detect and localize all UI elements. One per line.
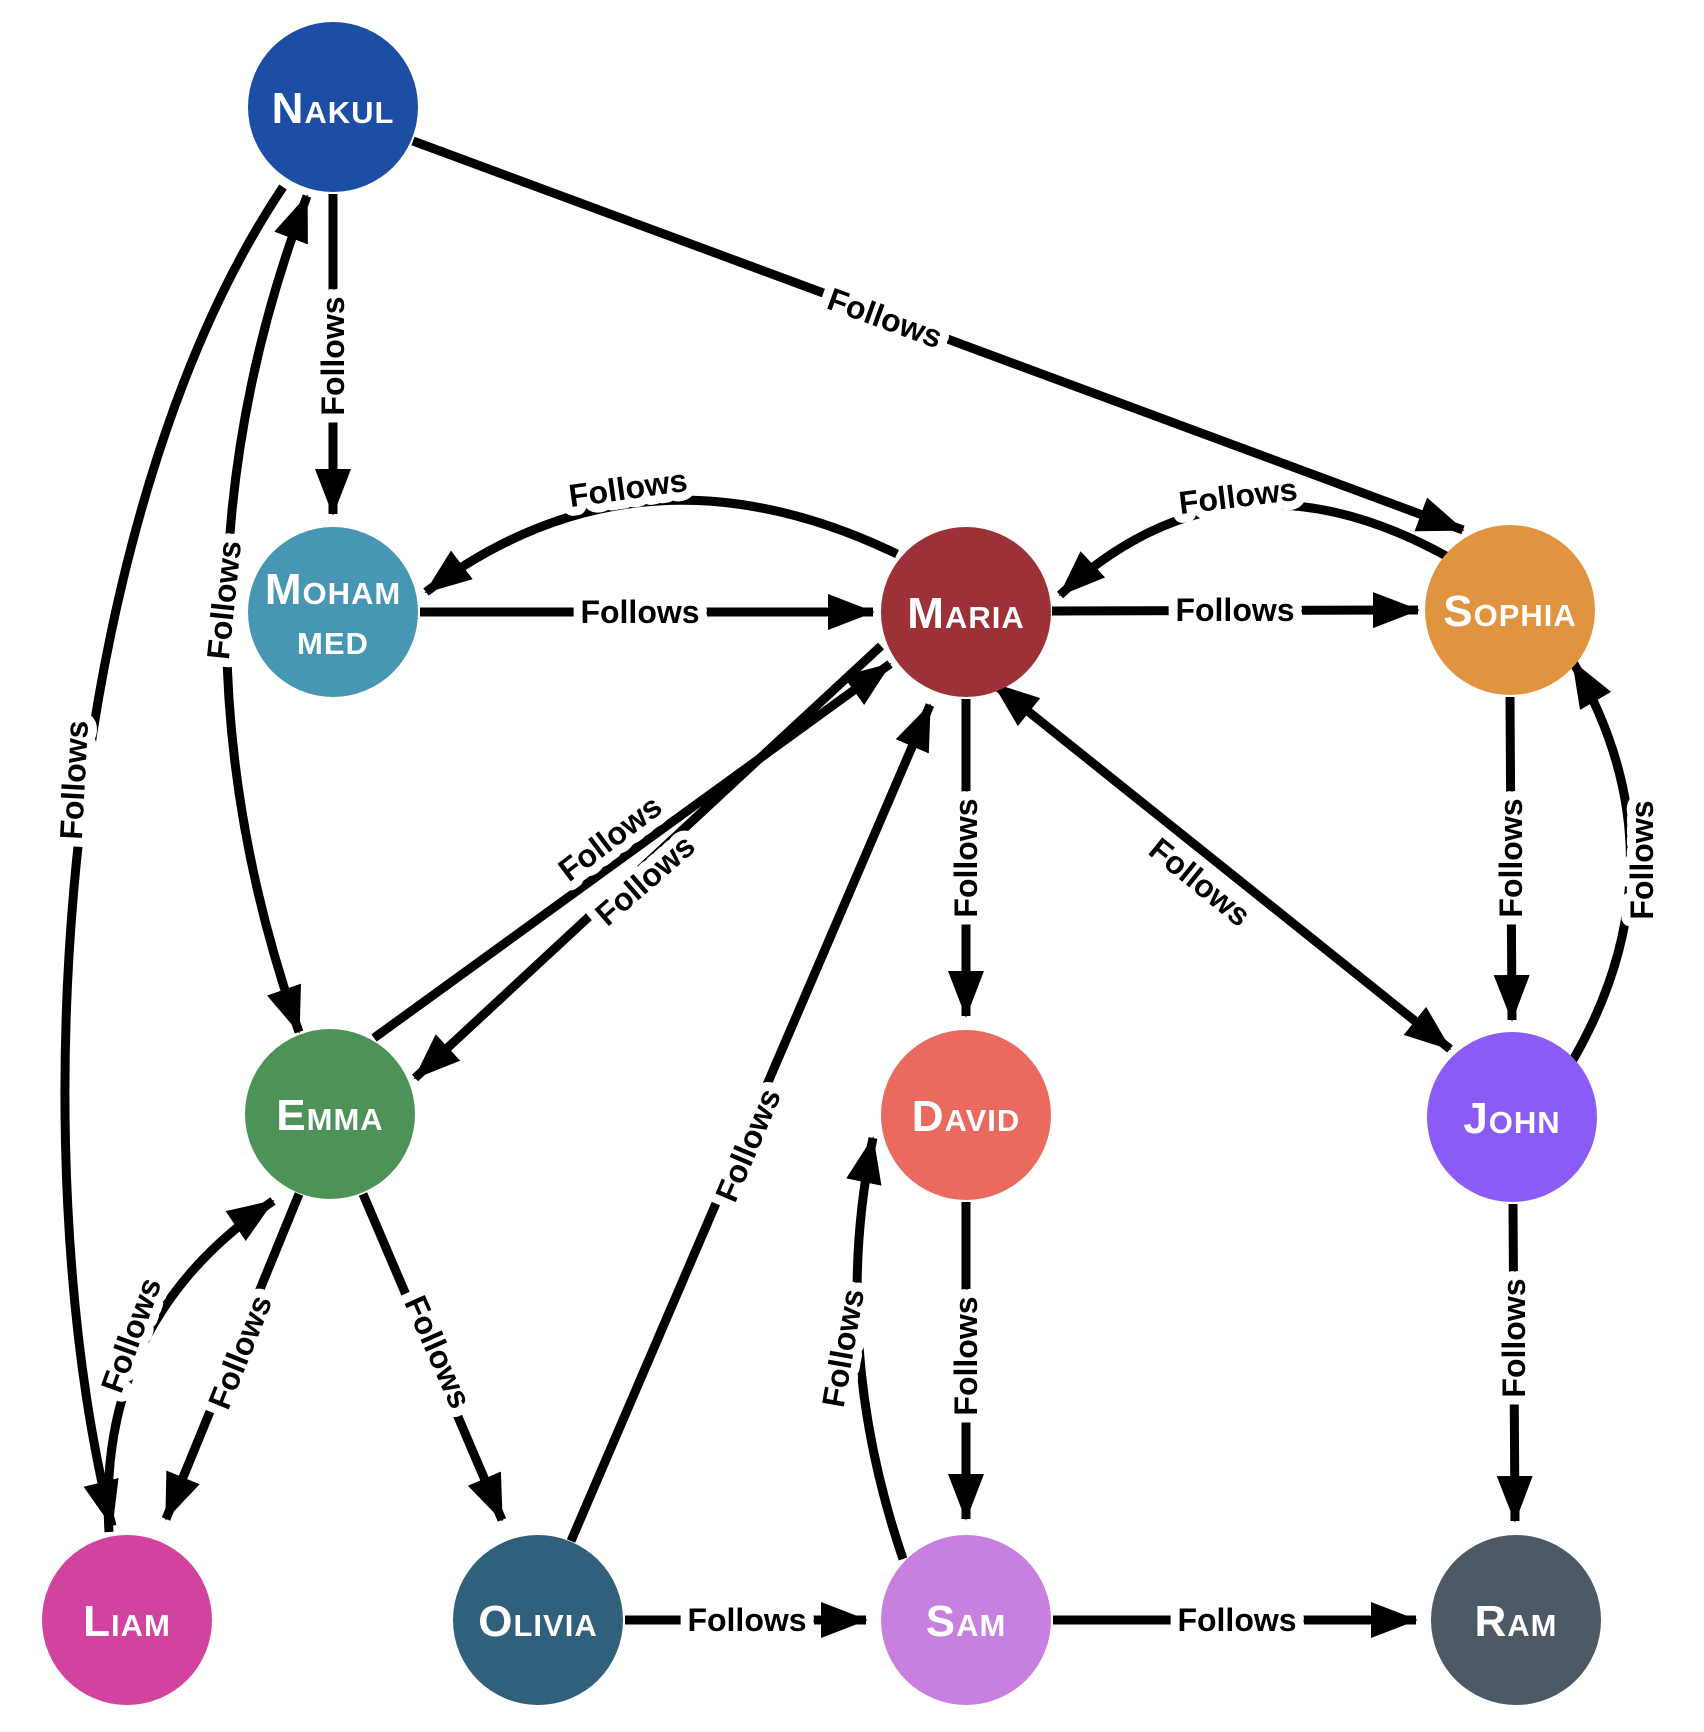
node-olivia-circle (453, 1535, 623, 1705)
edge-emma-nakul-mutual (222, 194, 312, 1034)
edge-emma-liam-label: Follows (201, 1290, 279, 1414)
edge-nakul-liam-label: Follows (53, 720, 95, 841)
node-maria: Maria (881, 527, 1051, 697)
node-john-label: John (1463, 1094, 1560, 1143)
edge-emma-olivia-label: Follows (397, 1290, 478, 1413)
edge-emma-olivia (358, 1192, 507, 1522)
node-liam-circle (42, 1535, 212, 1705)
node-sophia-circle (1425, 525, 1595, 695)
node-emma-label: Emma (276, 1091, 383, 1140)
edge-maria-john-mutual (991, 680, 1453, 1053)
node-sam-label: Sam (926, 1597, 1007, 1646)
edge-maria-sophia (1051, 592, 1420, 629)
node-nakul-label: Nakul (272, 84, 395, 133)
edge-sam-ram-label: Follows (1177, 1602, 1296, 1638)
edge-emma-nakul-label: Follows (200, 539, 248, 661)
node-sophia-label: Sophia (1443, 587, 1577, 636)
edge-john-sophia-label: Follows (1624, 800, 1660, 919)
edge-maria-mohammed (423, 495, 899, 596)
node-john: John (1427, 1032, 1597, 1202)
node-maria-label: Maria (907, 589, 1024, 638)
edge-sophia-maria (1056, 500, 1451, 599)
edge-john-sophia (1569, 659, 1635, 1063)
edge-liam-emma-label: Follows (94, 1273, 169, 1397)
edge-sam-david (846, 1136, 908, 1561)
node-john-circle (1427, 1032, 1597, 1202)
edge-maria-emma (411, 642, 885, 1082)
node-emma-circle (245, 1029, 415, 1199)
node-sophia: Sophia (1425, 525, 1595, 695)
node-olivia: Olivia (453, 1535, 623, 1705)
edge-john-ram (1496, 1203, 1533, 1523)
edge-olivia-maria-label: Follows (708, 1083, 788, 1207)
edge-emma-liam (161, 1192, 304, 1521)
node-ram-circle (1431, 1535, 1601, 1705)
edge-maria-david-label: Follows (948, 798, 984, 917)
edge-nakul-sophia-label: Follows (823, 281, 947, 356)
edge-sophia-john-label: Follows (1493, 798, 1529, 917)
edge-nakul-liam (60, 184, 287, 1528)
edge-mohammed-maria-label: Follows (580, 594, 699, 630)
edge-sophia-john (1493, 696, 1530, 1022)
node-liam: Liam (42, 1535, 212, 1705)
node-liam-label: Liam (83, 1597, 171, 1646)
edge-emma-maria (371, 660, 893, 1042)
edge-david-sam-label: Follows (948, 1296, 984, 1415)
node-david-circle (881, 1030, 1051, 1200)
edge-olivia-sam-label: Follows (687, 1602, 806, 1638)
node-sam-circle (881, 1535, 1051, 1705)
node-nakul-circle (248, 22, 418, 192)
node-olivia-label: Olivia (478, 1597, 597, 1646)
edges-layer: Follows Follows Follows Follows Follows … (44, 136, 1669, 1647)
node-mohammed-circle (248, 527, 418, 697)
node-sam: Sam (881, 1535, 1051, 1705)
node-nakul: Nakul (248, 22, 418, 192)
edge-nakul-sophia (411, 136, 1465, 535)
edge-liam-emma (103, 1197, 276, 1533)
node-david: David (881, 1030, 1051, 1200)
node-ram-label: Ram (1475, 1597, 1558, 1646)
edge-sophia-maria-label: Follows (1177, 471, 1300, 521)
edge-olivia-maria (566, 703, 935, 1543)
edge-nakul-mohammed-label: Follows (315, 296, 351, 415)
edge-maria-sophia-label: Follows (1175, 592, 1294, 628)
node-maria-circle (881, 527, 1051, 697)
node-david-label: David (912, 1092, 1021, 1141)
node-ram: Ram (1431, 1535, 1601, 1705)
node-emma: Emma (245, 1029, 415, 1199)
edge-john-ram-label: Follows (1496, 1278, 1532, 1397)
